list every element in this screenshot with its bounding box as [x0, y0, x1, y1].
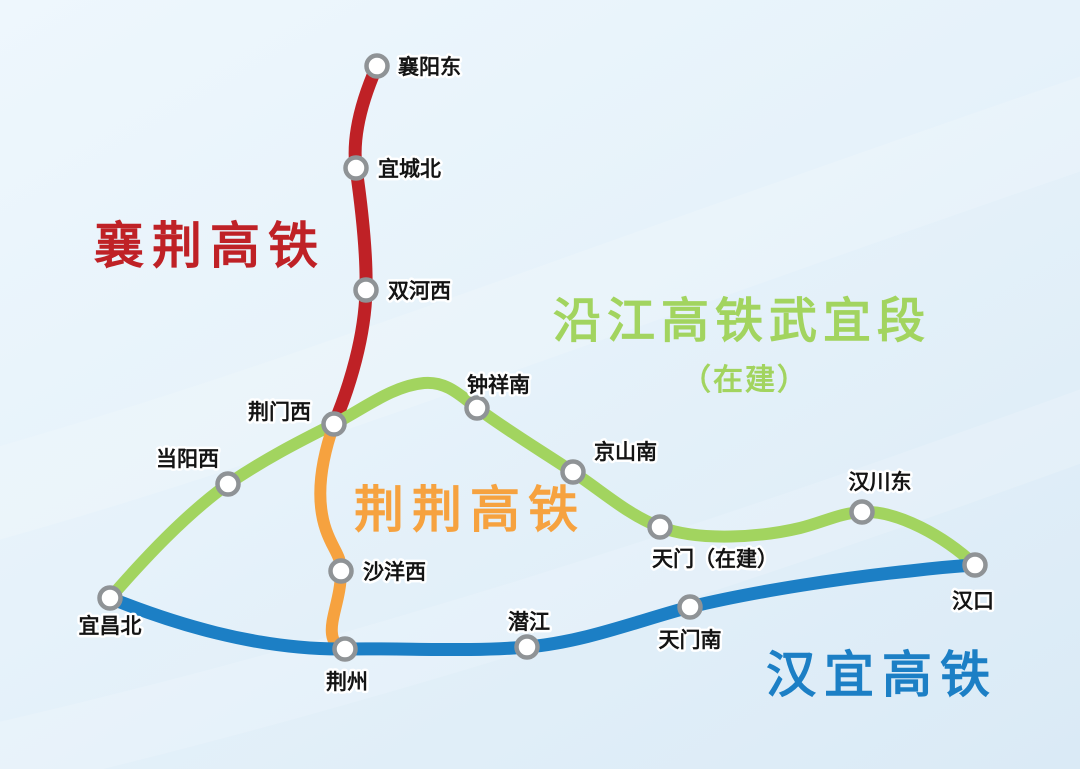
station-marker: [332, 636, 358, 662]
station-label: 沙洋西: [363, 560, 426, 584]
rail-line-xiangjing-hsr: [327, 59, 384, 431]
station-label: 京山南: [594, 440, 657, 464]
station-marker: [215, 471, 241, 497]
station-label: 天门南: [659, 628, 722, 652]
station-label: 潜江: [508, 611, 550, 634]
line-label-jingjing-hsr: 荆荆高铁: [354, 482, 586, 538]
station-marker: [97, 585, 123, 611]
station-label: 汉川东: [849, 470, 912, 494]
station-label: 当阳西: [156, 447, 219, 471]
station-marker: [962, 552, 988, 578]
station-label: 宜城北: [378, 157, 441, 181]
wave-decoration: [0, 76, 1080, 540]
rail-line-hanyi-hsr: [103, 558, 982, 657]
station-marker: [647, 514, 673, 540]
station-marker: [321, 411, 347, 437]
station-label: 宜昌北: [79, 614, 142, 638]
station-label: 襄阳东: [397, 55, 461, 79]
wave-decoration: [0, 389, 1080, 769]
rail-line-yanjiang-hsr-wuyi-section: [104, 376, 981, 604]
station-marker: [677, 594, 703, 620]
background-waves: [0, 76, 1080, 769]
station-label: 天门（在建）: [652, 547, 778, 571]
station-label: 汉口: [952, 590, 994, 613]
station-label: 双河西: [388, 280, 451, 303]
station-marker: [364, 53, 390, 79]
station-marker: [328, 558, 354, 584]
line-sublabel-yanjiang-hsr-wuyi-section: （在建）: [681, 363, 809, 397]
station-label: 荆门西: [248, 400, 311, 424]
station-label: 荆州: [326, 671, 368, 694]
station-marker: [464, 395, 490, 421]
station-marker: [343, 155, 369, 181]
line-label-hanyi-hsr: 汉宜高铁: [766, 647, 998, 703]
station-label: 钟祥南: [467, 373, 530, 397]
station-marker: [514, 634, 540, 660]
rail-line-jingjing-hsr: [314, 418, 352, 655]
station-marker: [353, 277, 379, 303]
station-marker: [849, 499, 875, 525]
line-label-yanjiang-hsr-wuyi-section: 沿江高铁武宜段: [553, 295, 931, 348]
station-marker: [560, 459, 586, 485]
line-label-xiangjing-hsr: 襄荆高铁: [94, 218, 326, 274]
stations-layer: [97, 53, 988, 662]
